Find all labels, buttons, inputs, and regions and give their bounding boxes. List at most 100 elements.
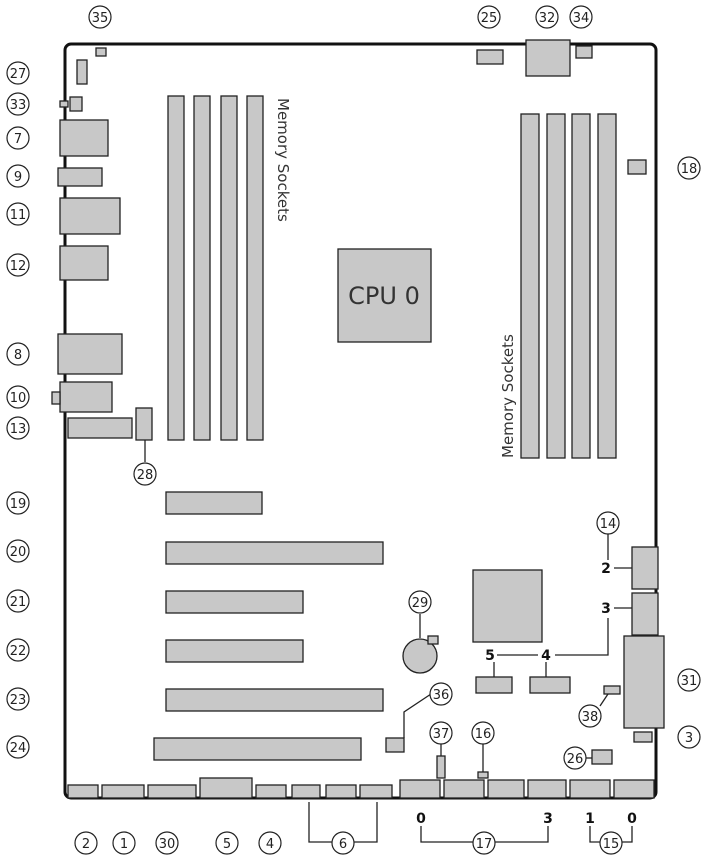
connector-28 [135,407,153,441]
svg-text:25: 25 [481,11,498,26]
callout-34: 34 [569,5,593,29]
slot-23 [165,688,384,712]
callout-7: 7 [6,126,30,150]
sata-number-4: 4 [541,648,551,664]
svg-text:27: 27 [10,67,27,82]
callout-10: 10 [6,385,30,409]
dimm-right-2 [546,113,566,459]
svg-text:23: 23 [10,693,27,708]
slot-21 [165,590,304,614]
leader-36 [403,693,432,738]
port-10-tab [51,391,61,405]
connector-33 [69,96,83,112]
connector-6a [291,784,321,799]
callout-6: 6 [331,831,355,855]
callout-19: 19 [6,491,30,515]
leader-4 [555,618,609,656]
callout-18: 18 [677,156,701,180]
callout-22: 22 [6,638,30,662]
bay-number-0b: 0 [627,811,637,827]
callout-16: 16 [471,721,495,745]
callout-28: 28 [133,462,157,486]
svg-text:30: 30 [159,837,176,852]
slot-20 [165,541,384,565]
battery-clip [427,635,439,645]
dimm-left-4 [246,95,264,441]
callout-5: 5 [215,831,239,855]
svg-text:8: 8 [14,348,22,363]
svg-text:31: 31 [681,674,698,689]
port-9 [57,167,103,187]
connector-2 [67,784,99,799]
slot-19 [165,491,263,515]
callout-2: 2 [74,831,98,855]
connector-6b [325,784,357,799]
connector-26 [591,749,613,765]
connector-3 [633,731,653,743]
port-8 [57,333,123,375]
svg-text:5: 5 [223,837,231,852]
callout-11: 11 [6,202,30,226]
connector-32 [525,39,571,77]
svg-text:29: 29 [412,596,429,611]
bay-number-1: 1 [585,811,595,827]
callout-27: 27 [6,61,30,85]
connector-5 [199,777,253,799]
sata-number-2: 2 [601,561,611,577]
connector-1 [101,784,145,799]
svg-text:13: 13 [10,422,27,437]
callout-25: 25 [477,5,501,29]
callout-21: 21 [6,589,30,613]
dimm-left-2 [193,95,211,441]
bay-number-0: 0 [416,811,426,827]
sata-number-5: 5 [485,648,495,664]
callout-24: 24 [6,735,30,759]
svg-text:12: 12 [10,259,27,274]
connector-15-1 [569,779,611,799]
slot-22 [165,639,304,663]
chipset [472,569,543,643]
svg-text:3: 3 [685,731,693,746]
svg-text:15: 15 [603,837,620,852]
dimm-left-3 [220,95,238,441]
svg-text:38: 38 [582,710,599,725]
dimm-right-3 [571,113,591,459]
svg-text:33: 33 [10,98,27,113]
callout-1: 1 [112,831,136,855]
svg-text:20: 20 [10,545,27,560]
sata-3 [631,592,659,636]
sata-number-3: 3 [601,601,611,617]
connector-35 [95,47,107,57]
dimm-right-4 [597,113,617,459]
connector-25 [476,49,504,65]
svg-text:17: 17 [476,837,493,852]
sata-4 [529,676,571,694]
sata-2 [631,546,659,590]
svg-text:21: 21 [10,595,27,610]
callout-29: 29 [408,590,432,614]
port-13 [67,417,133,439]
svg-text:16: 16 [475,727,492,742]
callout-3: 3 [677,725,701,749]
connector-37 [436,755,446,779]
svg-text:6: 6 [339,837,347,852]
svg-text:10: 10 [10,391,27,406]
connector-6c [359,784,393,799]
connector-36 [385,737,405,753]
connector-27 [76,59,88,85]
callout-4: 4 [258,831,282,855]
svg-text:34: 34 [573,11,590,26]
svg-text:35: 35 [92,11,109,26]
connector-33-tab [59,100,69,108]
port-11 [59,197,121,235]
connector-4 [255,784,287,799]
callout-23: 23 [6,687,30,711]
cpu-socket [337,248,432,343]
svg-text:4: 4 [266,837,274,852]
connector-15-0 [613,779,655,799]
callout-31: 31 [677,668,701,692]
svg-text:7: 7 [14,132,22,147]
port-10 [59,381,113,413]
